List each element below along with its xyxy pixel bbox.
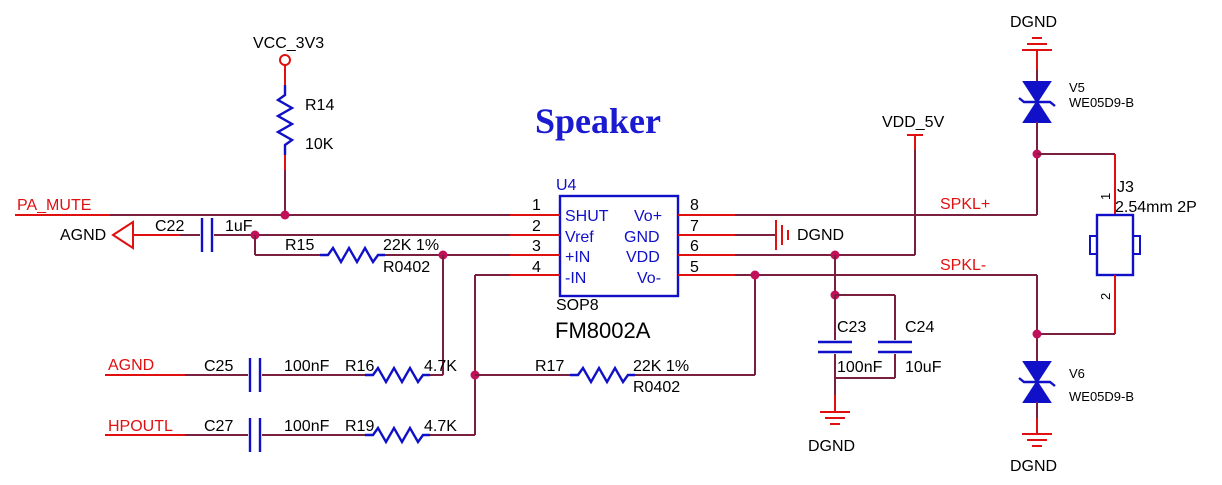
j3-ref: J3 (1117, 179, 1134, 196)
pin-num-6: 6 (690, 238, 699, 255)
ic-ref: U4 (556, 177, 577, 194)
ground-triangle-icon (111, 220, 134, 250)
pin-num-3: 3 (532, 238, 541, 255)
capacitor-c27: C27 100nF (185, 418, 365, 452)
junction (280, 210, 290, 220)
c24-ref: C24 (905, 319, 934, 336)
net-spkl-minus: SPKL- (940, 257, 986, 274)
junction (1032, 329, 1042, 339)
net-hpoutl: HPOUTL (108, 418, 173, 435)
pin-num-8: 8 (690, 197, 699, 214)
r15-value: 22K 1% (383, 237, 439, 254)
dgnd-pin7-symbol: DGND (775, 220, 844, 250)
vcc-3v3-source: VCC_3V3 (253, 35, 324, 85)
c27-ref: C27 (204, 418, 233, 435)
dgnd-v6-symbol: DGND (1010, 418, 1057, 475)
r14-ref: R14 (305, 97, 334, 114)
dgnd-caps-symbol: DGND (808, 411, 855, 455)
resistor-r17: R17 22K 1% R0402 (535, 358, 689, 396)
dgnd-caps-label: DGND (808, 438, 855, 455)
pin-name-vo-plus: Vo+ (634, 208, 662, 225)
v6-value: WE05D9-B (1069, 389, 1134, 404)
pin-name-plus-in: +IN (565, 249, 590, 266)
r17-footprint: R0402 (633, 379, 680, 396)
connector-tab (1089, 235, 1098, 255)
capacitor-c23: C23 100nF (818, 319, 883, 376)
pin-num-4: 4 (532, 259, 541, 276)
j3-pin1: 1 (1098, 193, 1113, 200)
net-agnd-input: AGND (108, 357, 154, 374)
net-pa-mute: PA_MUTE (17, 197, 91, 214)
r15-footprint: R0402 (383, 259, 430, 276)
pin-num-1: 1 (532, 197, 541, 214)
v5-value: WE05D9-B (1069, 95, 1134, 110)
agnd-symbol: AGND (60, 220, 180, 250)
resistor-r15: R15 22K 1% R0402 (285, 237, 439, 276)
pin-num-7: 7 (690, 218, 699, 235)
pin-num-5: 5 (690, 259, 699, 276)
c25-value: 100nF (284, 358, 330, 375)
r17-ref: R17 (535, 358, 564, 375)
r14-value: 10K (305, 136, 334, 153)
c24-value: 10uF (905, 359, 942, 376)
net-spkl-plus: SPKL+ (940, 196, 990, 213)
ic-u4: U4 SOP8 FM8002A SHUT Vref +IN -IN Vo+ GN… (510, 177, 735, 343)
dgnd-v5-label: DGND (1010, 14, 1057, 31)
schematic-title: Speaker (535, 101, 661, 141)
c27-value: 100nF (284, 418, 330, 435)
resistor-r14: R14 10K (275, 85, 334, 155)
pin-name-vdd: VDD (626, 249, 660, 266)
connector-body (1095, 213, 1135, 277)
junction (750, 270, 760, 280)
diode-icon (1022, 380, 1052, 403)
r16-ref: R16 (345, 358, 374, 375)
r19-ref: R19 (345, 418, 374, 435)
connector-j3: J3 2.54mm 2P 1 2 (1089, 179, 1197, 300)
c22-value: 1uF (225, 218, 253, 235)
v5-ref: V5 (1069, 80, 1085, 95)
diode-icon (1022, 81, 1052, 104)
pin-num-2: 2 (532, 218, 541, 235)
tvs-diode-v5: V5 WE05D9-B (1018, 80, 1134, 123)
pin-name-vref: Vref (565, 229, 594, 246)
dgnd-v6-label: DGND (1010, 458, 1057, 475)
r19-value: 4.7K (424, 418, 457, 435)
ic-part: FM8002A (555, 318, 651, 343)
capacitor-c24: C24 10uF (878, 319, 942, 376)
c23-ref: C23 (837, 319, 866, 336)
capacitor-c25: C25 100nF (185, 358, 365, 392)
j3-pin2: 2 (1098, 293, 1113, 300)
r17-value: 22K 1% (633, 358, 689, 375)
connector-tab (1132, 235, 1141, 255)
pin-name-shut: SHUT (565, 208, 609, 225)
dgnd-pin7-label: DGND (797, 227, 844, 244)
diode-icon (1022, 100, 1052, 123)
tvs-diode-v6: V6 WE05D9-B (1018, 361, 1134, 404)
pin-name-gnd: GND (624, 229, 660, 246)
c23-value: 100nF (837, 359, 883, 376)
vcc-label: VCC_3V3 (253, 35, 324, 52)
power-port-icon (279, 54, 291, 66)
dgnd-v5-symbol: DGND (1010, 14, 1057, 70)
ic-body (558, 194, 680, 298)
pin-name-minus-in: -IN (565, 270, 586, 287)
j3-value: 2.54mm 2P (1115, 199, 1197, 216)
r16-value: 4.7K (424, 358, 457, 375)
resistor-r16: R16 4.7K (345, 358, 457, 385)
r15-ref: R15 (285, 237, 314, 254)
v6-ref: V6 (1069, 366, 1085, 381)
c22-ref: C22 (155, 218, 184, 235)
ic-package: SOP8 (556, 297, 599, 314)
resistor-r19: R19 4.7K (345, 418, 457, 445)
capacitor-c22: C22 1uF (155, 218, 255, 252)
c25-ref: C25 (204, 358, 233, 375)
pin-name-vo-minus: Vo- (637, 270, 661, 287)
diode-icon (1022, 361, 1052, 384)
agnd-left-label: AGND (60, 227, 106, 244)
vdd-label: VDD_5V (882, 114, 945, 131)
